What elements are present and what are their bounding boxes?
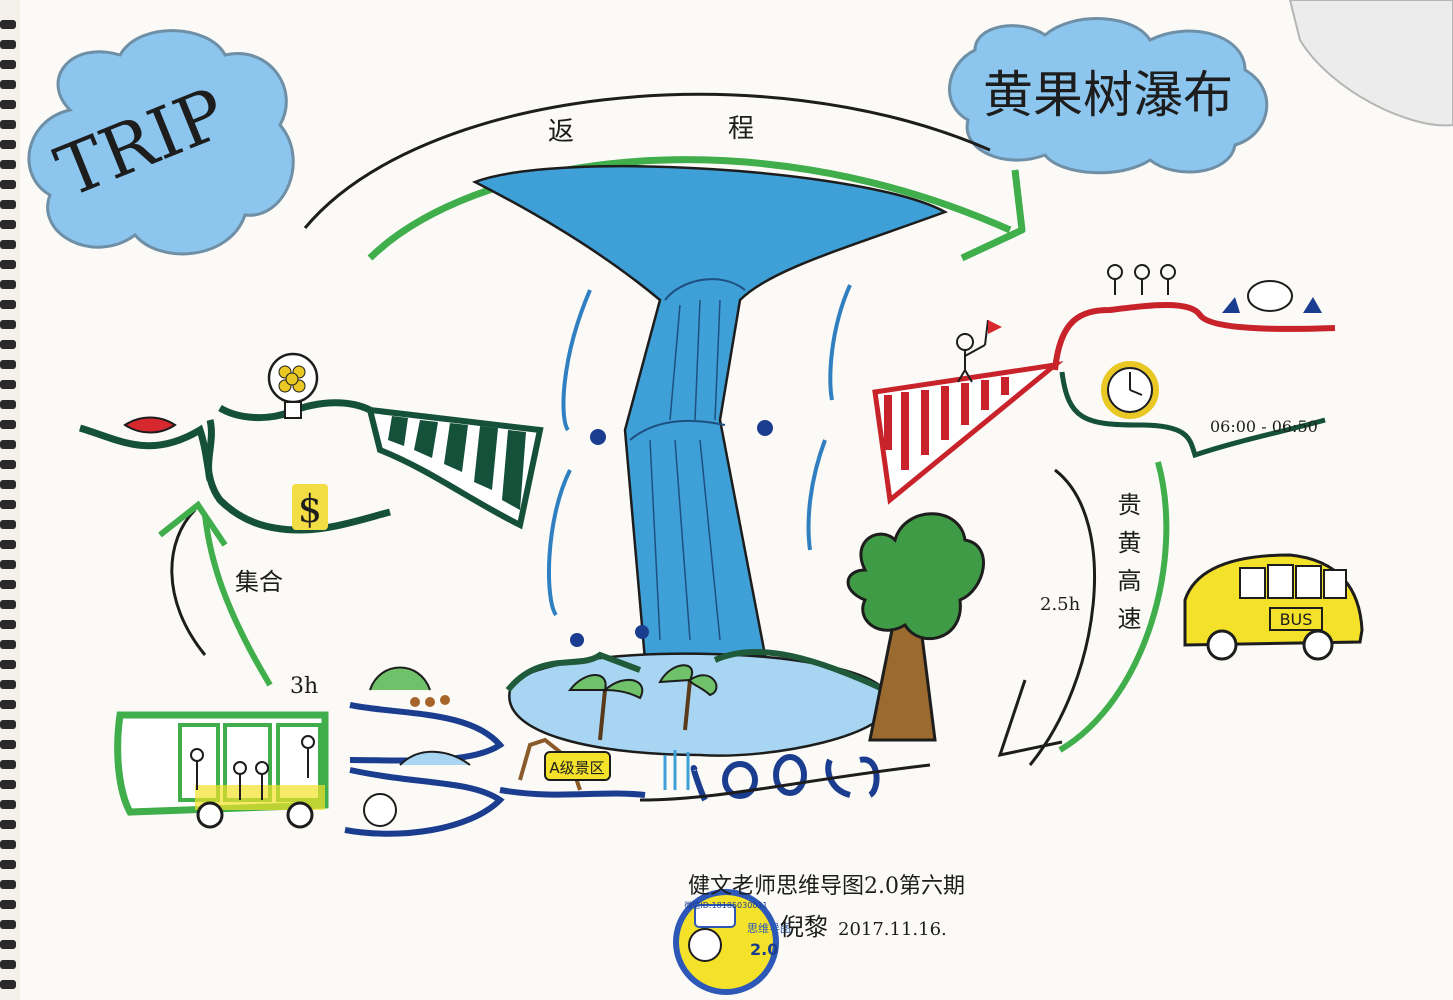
return-label-left: 返 xyxy=(548,117,574,147)
right-branch: 06:00 - 06:50 xyxy=(872,264,1336,505)
spiral-binding xyxy=(0,20,16,989)
destination-title: 黄果树瀑布 xyxy=(983,66,1233,124)
trip-cloud: TRIP xyxy=(27,29,295,256)
binding-ring xyxy=(0,680,16,689)
binding-ring xyxy=(0,900,16,909)
bus-label: BUS xyxy=(1280,610,1313,629)
author-name: 倪黎 xyxy=(780,913,828,941)
binding-ring xyxy=(0,200,16,209)
binding-ring xyxy=(0,520,16,529)
binding-ring xyxy=(0,600,16,609)
time-range: 06:00 - 06:50 xyxy=(1210,417,1318,436)
binding-ring xyxy=(0,960,16,969)
binding-ring xyxy=(0,180,16,189)
drawing-date: 2017.11.16. xyxy=(838,919,947,940)
binding-ring xyxy=(0,880,16,889)
binding-ring xyxy=(0,780,16,789)
destination-cloud: 黄果树瀑布 xyxy=(948,17,1269,175)
binding-ring xyxy=(0,980,16,989)
binding-ring xyxy=(0,620,16,629)
palm-right xyxy=(658,664,718,731)
scenic-path: A级景区 xyxy=(344,666,690,837)
binding-ring xyxy=(0,20,16,29)
binding-ring xyxy=(0,840,16,849)
binding-ring xyxy=(0,640,16,649)
dollar-sign: $ xyxy=(298,487,322,531)
binding-ring xyxy=(0,160,16,169)
badge-version: 2.0 xyxy=(750,940,778,959)
binding-ring xyxy=(0,280,16,289)
gather-label: 集合 xyxy=(235,568,283,596)
binding-ring xyxy=(0,580,16,589)
binding-ring xyxy=(0,300,16,309)
author-badge: 思维导图 2.0 微信ID:18185030031 xyxy=(673,889,791,995)
author-line: 健文老师思维导图2.0第六期 xyxy=(688,874,965,899)
binding-ring xyxy=(0,100,16,109)
binding-ring xyxy=(0,400,16,409)
binding-ring xyxy=(0,480,16,489)
eraser xyxy=(1288,0,1453,127)
binding-ring xyxy=(0,800,16,809)
binding-ring xyxy=(0,120,16,129)
scenic-sign: A级景区 xyxy=(549,759,604,777)
binding-ring xyxy=(0,40,16,49)
binding-ring xyxy=(0,940,16,949)
binding-ring xyxy=(0,720,16,729)
tree xyxy=(846,512,985,742)
binding-ring xyxy=(0,320,16,329)
binding-ring xyxy=(0,760,16,769)
binding-ring xyxy=(0,240,16,249)
binding-ring xyxy=(0,220,16,229)
palm-left xyxy=(567,674,644,741)
binding-ring xyxy=(0,460,16,469)
binding-ring xyxy=(0,740,16,749)
binding-ring xyxy=(0,540,16,549)
waterfall xyxy=(471,164,949,802)
bus-duration: 3h xyxy=(290,674,318,699)
binding-ring xyxy=(0,340,16,349)
badge-name: 思维导图 xyxy=(747,922,791,935)
binding-ring xyxy=(0,380,16,389)
binding-ring xyxy=(0,440,16,449)
binding-ring xyxy=(0,420,16,429)
binding-ring xyxy=(0,860,16,869)
gather-arrows: 集合 3h xyxy=(158,500,318,699)
highway-duration: 2.5h xyxy=(1040,594,1081,615)
binding-ring xyxy=(0,500,16,509)
binding-ring xyxy=(0,820,16,829)
highway-label: 贵黄高速 xyxy=(1113,492,1141,644)
return-label-right: 程 xyxy=(728,114,754,144)
badge-id: 微信ID:18185030031 xyxy=(684,900,767,910)
binding-ring xyxy=(0,920,16,929)
binding-ring xyxy=(0,60,16,69)
green-bus xyxy=(114,711,329,829)
yellow-bus: BUS xyxy=(1183,553,1364,661)
binding-ring xyxy=(0,660,16,669)
binding-ring xyxy=(0,360,16,369)
binding-ring xyxy=(0,260,16,269)
binding-ring xyxy=(0,80,16,89)
binding-ring xyxy=(0,700,16,709)
return-arrow: 返 程 xyxy=(303,92,1026,262)
binding-ring xyxy=(0,140,16,149)
binding-ring xyxy=(0,560,16,569)
left-branch: $ xyxy=(78,352,544,534)
highway-arrows: 2.5h xyxy=(997,461,1170,766)
